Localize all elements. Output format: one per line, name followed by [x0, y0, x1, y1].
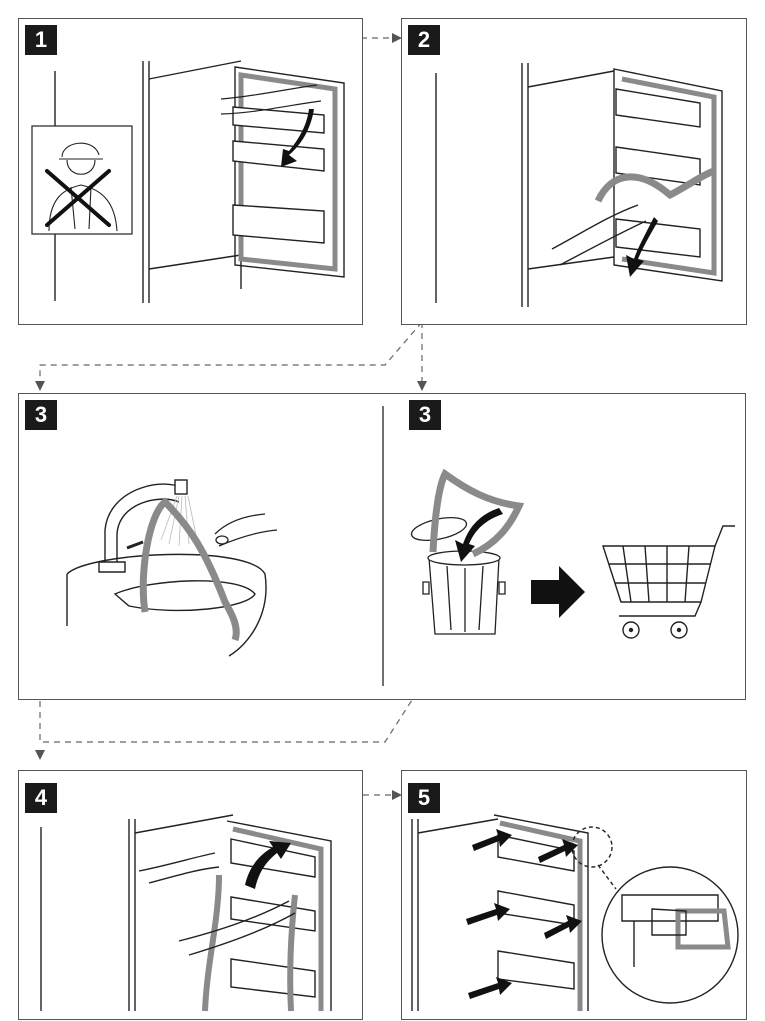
gasket-washing [139, 497, 240, 642]
shopping-cart-icon [602, 525, 735, 639]
refrigerator-door-icon [435, 63, 723, 307]
step-4-badge: 4 [25, 783, 57, 813]
step-4-panel: 4 [18, 770, 363, 1020]
arrow-icon [245, 841, 291, 889]
arrow-icon [466, 829, 582, 999]
arrow-icon [455, 508, 503, 562]
step-3-panel: 3 3 [18, 393, 746, 700]
refrigerator-door-icon [40, 814, 332, 1012]
step-2-panel: 2 [401, 18, 747, 325]
connector-2-3a [39, 321, 423, 383]
gasket-discard [429, 468, 525, 558]
faucet-icon [66, 479, 267, 657]
step-3-badge-discard: 3 [409, 400, 441, 430]
step-5-badge: 5 [408, 783, 440, 813]
step-5-panel: 5 [401, 770, 747, 1020]
trash-can-icon [410, 516, 506, 635]
water-stream [160, 495, 198, 547]
no-person-icon [31, 125, 133, 235]
step-3-illustrations [66, 406, 735, 686]
arrow-icon [531, 566, 585, 618]
refrigerator-door-icon [411, 814, 739, 1011]
step-2-badge: 2 [408, 25, 440, 55]
step-3-badge-wash: 3 [25, 400, 57, 430]
step-1-badge: 1 [25, 25, 57, 55]
refrigerator-door-icon [54, 60, 345, 303]
step-1-panel: 1 [18, 18, 363, 325]
